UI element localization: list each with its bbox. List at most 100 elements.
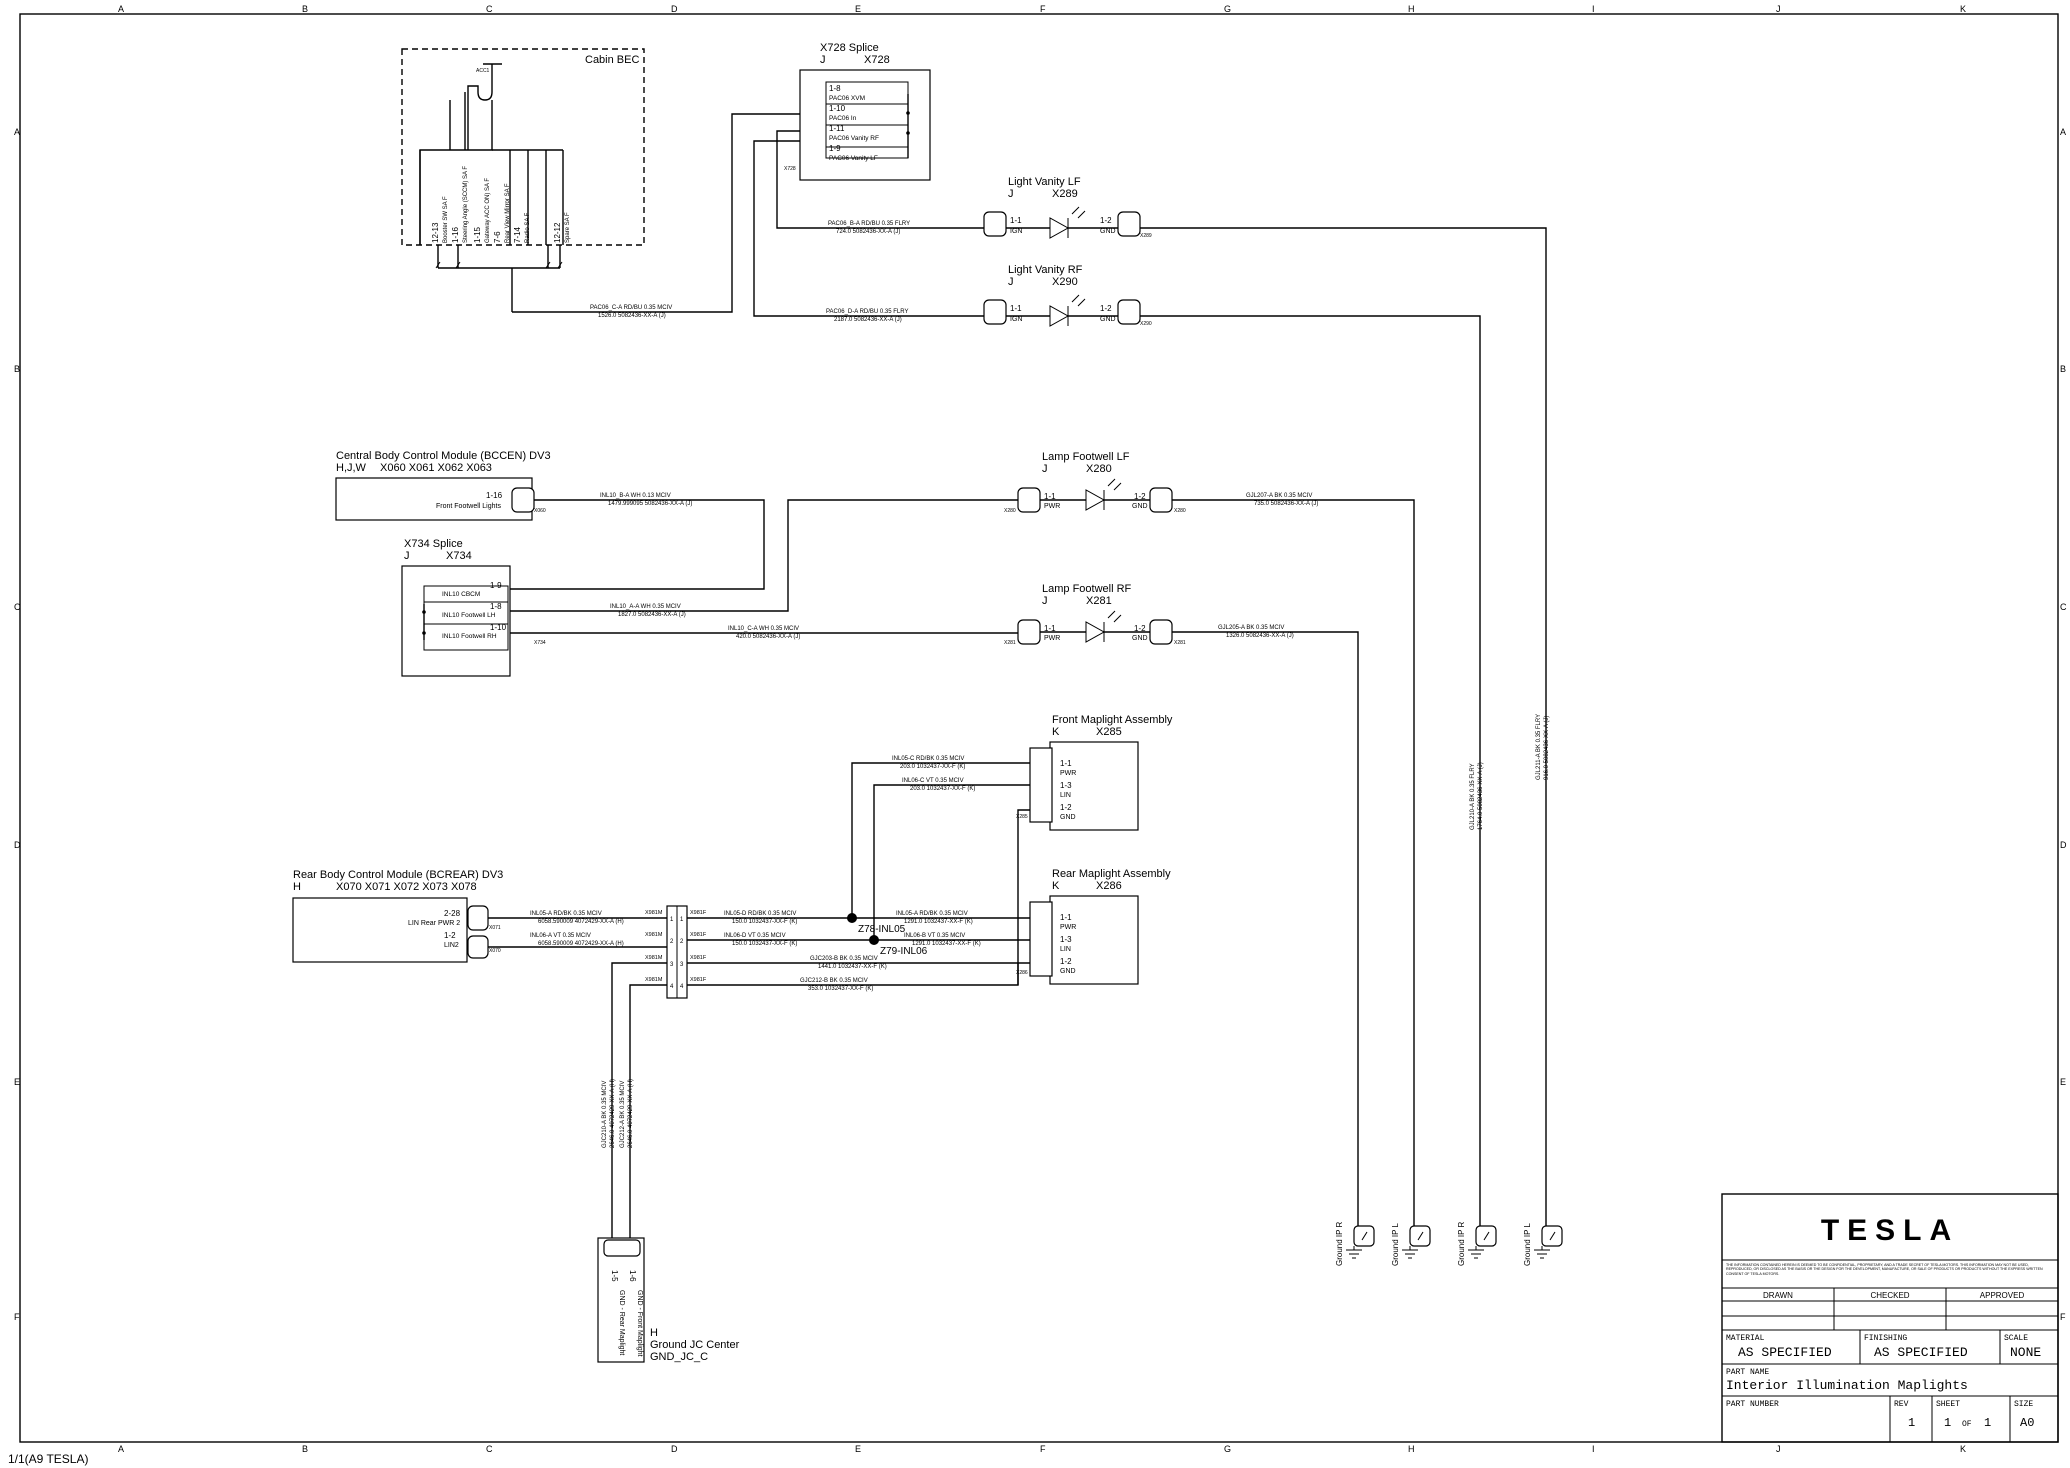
svg-text:1326.0 5082436-XX-A (J): 1326.0 5082436-XX-A (J) bbox=[1226, 633, 1294, 639]
svg-text:GJC203-B BK 0.35 MCIV: GJC203-B BK 0.35 MCIV bbox=[810, 956, 878, 962]
svg-text:X286: X286 bbox=[1096, 880, 1122, 892]
splice-z78: Z78-INL05 bbox=[858, 924, 906, 935]
column-label: A bbox=[118, 4, 124, 14]
cabin-bec-pin: 1-16 bbox=[451, 226, 460, 243]
svg-text:X734: X734 bbox=[534, 640, 546, 646]
svg-text:2-28: 2-28 bbox=[444, 909, 461, 918]
svg-text:GJL205-A BK 0.35 MCIV: GJL205-A BK 0.35 MCIV bbox=[1218, 625, 1284, 631]
column-label: C bbox=[486, 1444, 493, 1454]
svg-text:LIN Rear PWR 2: LIN Rear PWR 2 bbox=[408, 920, 460, 927]
x981m-label: X981M bbox=[645, 910, 663, 916]
svg-text:1-2: 1-2 bbox=[444, 931, 456, 940]
svg-text:6058.590009 4072429-XX-A (H: 6058.590009 4072429-XX-A (H) bbox=[538, 919, 624, 925]
column-label: H bbox=[1408, 1444, 1415, 1454]
cabin-bec-title: Cabin BEC bbox=[585, 54, 639, 66]
lamp-footwell-lf: Lamp Footwell LF J X280 1-1 PWR 1-2 GND … bbox=[1004, 451, 1186, 514]
svg-text:1-2: 1-2 bbox=[1134, 492, 1146, 501]
svg-text:150.0 1032437-XX-F (K): 150.0 1032437-XX-F (K) bbox=[732, 919, 797, 925]
lamp-footwell-rf: Lamp Footwell RF J X281 1-1 PWR 1-2 GND … bbox=[1004, 583, 1186, 646]
x981-pin: 4 bbox=[680, 984, 684, 990]
column-label: A bbox=[118, 1444, 124, 1454]
maplight-pin: 1-3 bbox=[1060, 781, 1072, 790]
x981-pin: 2 bbox=[680, 939, 684, 945]
x728-pin-name: PAC06 Vanity RF bbox=[829, 135, 879, 142]
svg-text:INL06-B VT 0.35 MCIV: INL06-B VT 0.35 MCIV bbox=[904, 933, 965, 939]
svg-text:X286: X286 bbox=[1016, 970, 1028, 976]
svg-text:916.0 5082436-XX-A (J): 916.0 5082436-XX-A (J) bbox=[1544, 716, 1550, 780]
svg-text:1291.0 1032437-XX-F (K): 1291.0 1032437-XX-F (K) bbox=[904, 919, 973, 925]
svg-text:1-1: 1-1 bbox=[1010, 216, 1022, 225]
svg-text:1-2: 1-2 bbox=[1100, 216, 1112, 225]
svg-text:INL10_B-A WH 0.13 MCIV: INL10_B-A WH 0.13 MCIV bbox=[600, 493, 671, 499]
svg-text:REV: REV bbox=[1894, 1400, 1909, 1409]
svg-text:X060: X060 bbox=[534, 508, 546, 514]
column-label: F bbox=[1040, 4, 1046, 14]
svg-text:SCALE: SCALE bbox=[2004, 1334, 2028, 1343]
column-label: J bbox=[1776, 4, 1781, 14]
title-block: TESLA THE INFORMATION CONTAINED HEREIN I… bbox=[1721, 1193, 2059, 1443]
column-label: J bbox=[1776, 1444, 1781, 1454]
svg-text:Central Body Control Module (B: Central Body Control Module (BCCEN) DV3 bbox=[336, 450, 551, 462]
svg-text:Rear Body Control Module (BCRE: Rear Body Control Module (BCREAR) DV3 bbox=[293, 869, 503, 881]
svg-text:LIN2: LIN2 bbox=[444, 942, 459, 949]
svg-text:GND: GND bbox=[1132, 635, 1148, 642]
svg-text:1-1: 1-1 bbox=[1044, 492, 1056, 501]
svg-text:INL05-A RD/BK 0.35 MCIV: INL05-A RD/BK 0.35 MCIV bbox=[530, 911, 602, 917]
column-label: D bbox=[671, 4, 678, 14]
x734-pin-name: INL10 Footwell LH bbox=[442, 612, 496, 619]
svg-text:1291.0 1032437-XX-F (K): 1291.0 1032437-XX-F (K) bbox=[912, 941, 981, 947]
svg-text:X285: X285 bbox=[1016, 814, 1028, 820]
cabin-bec-pin: 7-14 bbox=[513, 226, 522, 243]
row-label: B bbox=[2060, 364, 2066, 374]
svg-text:X290: X290 bbox=[1052, 276, 1078, 288]
svg-text:353.0 1032437-XX-F (K): 353.0 1032437-XX-F (K) bbox=[808, 986, 873, 992]
svg-text:AS SPECIFIED: AS SPECIFIED bbox=[1738, 1345, 1832, 1360]
row-label: E bbox=[2060, 1077, 2066, 1087]
svg-text:GND: GND bbox=[1100, 228, 1116, 235]
svg-text:2187.0 5082436-XX-A (J): 2187.0 5082436-XX-A (J) bbox=[834, 317, 902, 323]
svg-text:IGN: IGN bbox=[1010, 316, 1022, 323]
svg-text:GJC210-A BK 0.35 MCIV: GJC210-A BK 0.35 MCIV bbox=[602, 1081, 608, 1148]
svg-text:203.0 1032437-XX-F (K): 203.0 1032437-XX-F (K) bbox=[910, 786, 975, 792]
cabin-bec-pin: 12-12 bbox=[553, 222, 562, 243]
column-label: E bbox=[855, 4, 861, 14]
x981-pin: 1 bbox=[680, 917, 684, 923]
svg-text:Front Maplight Assembly: Front Maplight Assembly bbox=[1052, 714, 1173, 726]
x728-pin-name: PAC06 In bbox=[829, 115, 857, 122]
svg-text:1-6: 1-6 bbox=[628, 1270, 637, 1282]
x981f-label: X981F bbox=[690, 910, 707, 916]
svg-text:J: J bbox=[1008, 188, 1014, 200]
svg-text:X728: X728 bbox=[864, 54, 890, 66]
svg-text:X070: X070 bbox=[489, 948, 501, 954]
row-label: F bbox=[14, 1312, 20, 1322]
front-maplight-assembly: Front Maplight Assembly K X285 1-1PWR1-3… bbox=[1016, 714, 1173, 831]
svg-text:420.0 5082436-XX-A (J): 420.0 5082436-XX-A (J) bbox=[736, 634, 800, 640]
svg-text:X728: X728 bbox=[784, 166, 796, 172]
svg-text:PWR: PWR bbox=[1044, 635, 1060, 642]
svg-text:X285: X285 bbox=[1096, 726, 1122, 738]
x981f-label: X981F bbox=[690, 932, 707, 938]
maplight-pin: 1-2 bbox=[1060, 957, 1072, 966]
row-label: C bbox=[14, 602, 21, 612]
svg-text:X281: X281 bbox=[1086, 595, 1112, 607]
maplight-pin: 1-1 bbox=[1060, 759, 1072, 768]
column-label: B bbox=[302, 4, 308, 14]
svg-text:GND: GND bbox=[1132, 503, 1148, 510]
svg-text:1-1: 1-1 bbox=[1044, 624, 1056, 633]
column-label: I bbox=[1592, 1444, 1595, 1454]
x728-pin-name: PAC06 XVM bbox=[829, 95, 865, 102]
svg-text:PWR: PWR bbox=[1044, 503, 1060, 510]
svg-text:GND - Front Maplight: GND - Front Maplight bbox=[636, 1290, 643, 1357]
column-label: K bbox=[1960, 4, 1966, 14]
svg-text:203.0 1032437-XX-F (K): 203.0 1032437-XX-F (K) bbox=[900, 764, 965, 770]
